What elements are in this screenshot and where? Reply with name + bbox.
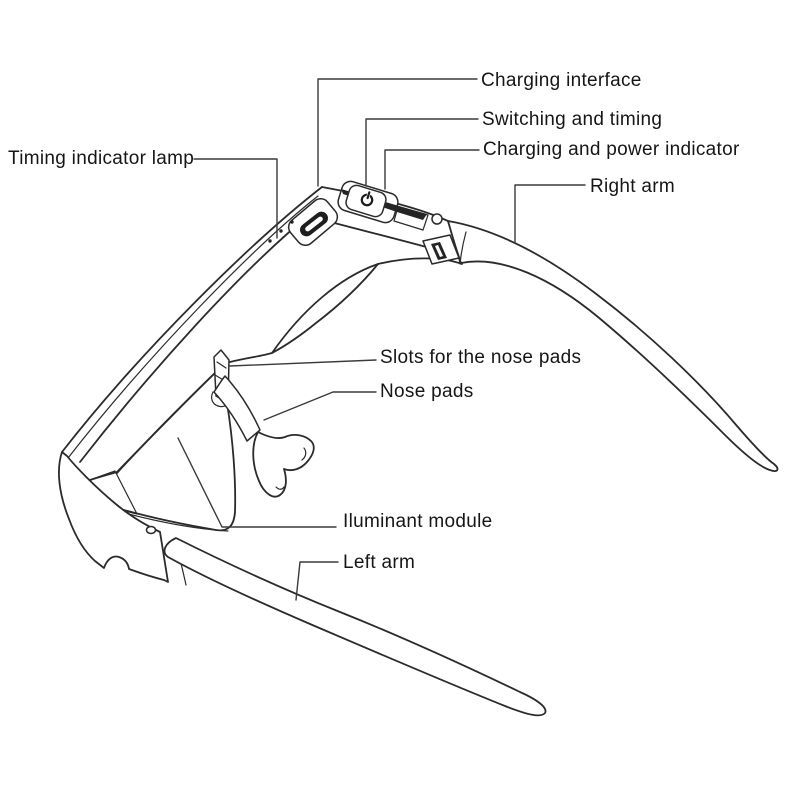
leader-slots-for-nose-pads (229, 359, 377, 367)
leader-right-arm (514, 184, 586, 244)
leader-timing-indicator-lamp (193, 158, 278, 239)
label-timing-indicator-lamp: Timing indicator lamp (8, 148, 195, 169)
leader-left-arm (295, 561, 339, 601)
label-nose-pads: Nose pads (380, 381, 474, 402)
nose-pads-assembly (211, 349, 315, 498)
leader-charging-interface (317, 78, 478, 187)
left-end-piece (58, 451, 187, 586)
power-icon (360, 191, 374, 207)
nose-pad-stem (213, 375, 261, 442)
usb-port-icon (300, 211, 328, 237)
right-arm (447, 220, 779, 472)
leader-switching-and-timing (365, 118, 479, 187)
leader-nose-pads (263, 391, 377, 421)
leader-charging-power-indicator (384, 149, 480, 190)
charging-port (287, 198, 339, 246)
label-left-arm: Left arm (343, 552, 416, 573)
power-button (337, 180, 429, 231)
hinge-screw (431, 213, 443, 225)
label-right-arm: Right arm (590, 176, 676, 197)
label-charging-interface: Charging interface (481, 70, 642, 91)
label-switching-and-timing: Switching and timing (482, 109, 663, 130)
label-charging-and-power-indicator: Charging and power indicator (483, 139, 740, 160)
label-iluminant-module: Iluminant module (343, 511, 493, 532)
front-frame (61, 186, 463, 474)
leader-iluminant-module (177, 437, 337, 528)
leader-lines (177, 78, 586, 601)
timing-indicator-lamps (268, 220, 294, 243)
right-hinge (422, 213, 460, 265)
nose-pad (252, 431, 315, 498)
left-arm (163, 537, 547, 717)
label-slots-for-the-nose-pads: Slots for the nose pads (380, 347, 582, 368)
